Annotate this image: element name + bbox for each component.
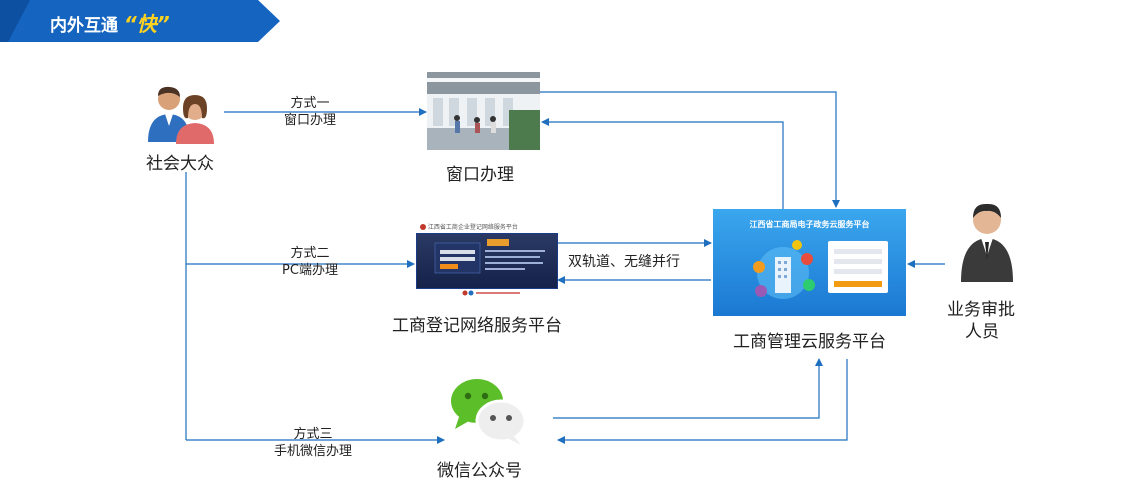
edge-label-way3: 方式三 手机微信办理 [258,426,368,460]
edge-label-dual-track: 双轨道、无缝并行 [568,254,680,271]
edge-cloud-wechat [558,359,847,440]
people-icon [144,82,220,146]
hall-illustration [427,72,540,150]
pc-screenshot-logo [462,290,522,296]
node-public: 社会大众 [146,149,214,174]
way2-desc: PC端办理 [265,262,355,279]
cloud-building-illustration [749,237,821,309]
edge-wechat-cloud [553,359,819,418]
window-hall-photo [427,72,540,150]
node-pc-platform: 工商登记网络服务平台 [392,311,562,336]
login-line [834,269,882,274]
way2-title: 方式二 [265,245,355,262]
node-approver-line2: 人员 [965,317,999,342]
cloud-login-box [828,241,888,293]
node-window: 窗口办理 [446,160,514,185]
pc-screen-illustration [417,234,557,288]
businessman-icon [955,200,1019,284]
edge-cloud-window [542,122,783,209]
edge-window-cloud [540,92,836,207]
edge-label-way2: 方式二 PC端办理 [265,245,355,279]
pc-screenshot-header: 江西省工商企业登记网络服务平台 [416,222,556,233]
pc-footer-mark [462,290,522,296]
login-line [834,259,882,264]
login-button [834,281,882,287]
node-wechat: 微信公众号 [437,456,522,481]
node-cloud-platform: 工商管理云服务平台 [733,327,886,352]
way1-title: 方式一 [270,95,350,112]
wechat-icon [449,375,527,447]
way3-title: 方式三 [258,426,368,443]
way3-desc: 手机微信办理 [258,443,368,460]
edge-label-way1: 方式一 窗口办理 [270,95,350,129]
cloud-platform-screenshot: 江西省工商局电子政务云服务平台 [713,209,906,316]
login-line [834,249,882,254]
pc-header-text: 江西省工商企业登记网络服务平台 [428,224,518,231]
way1-desc: 窗口办理 [270,112,350,129]
pc-platform-screenshot [416,233,558,289]
cloud-header: 江西省工商局电子政务云服务平台 [713,219,906,230]
